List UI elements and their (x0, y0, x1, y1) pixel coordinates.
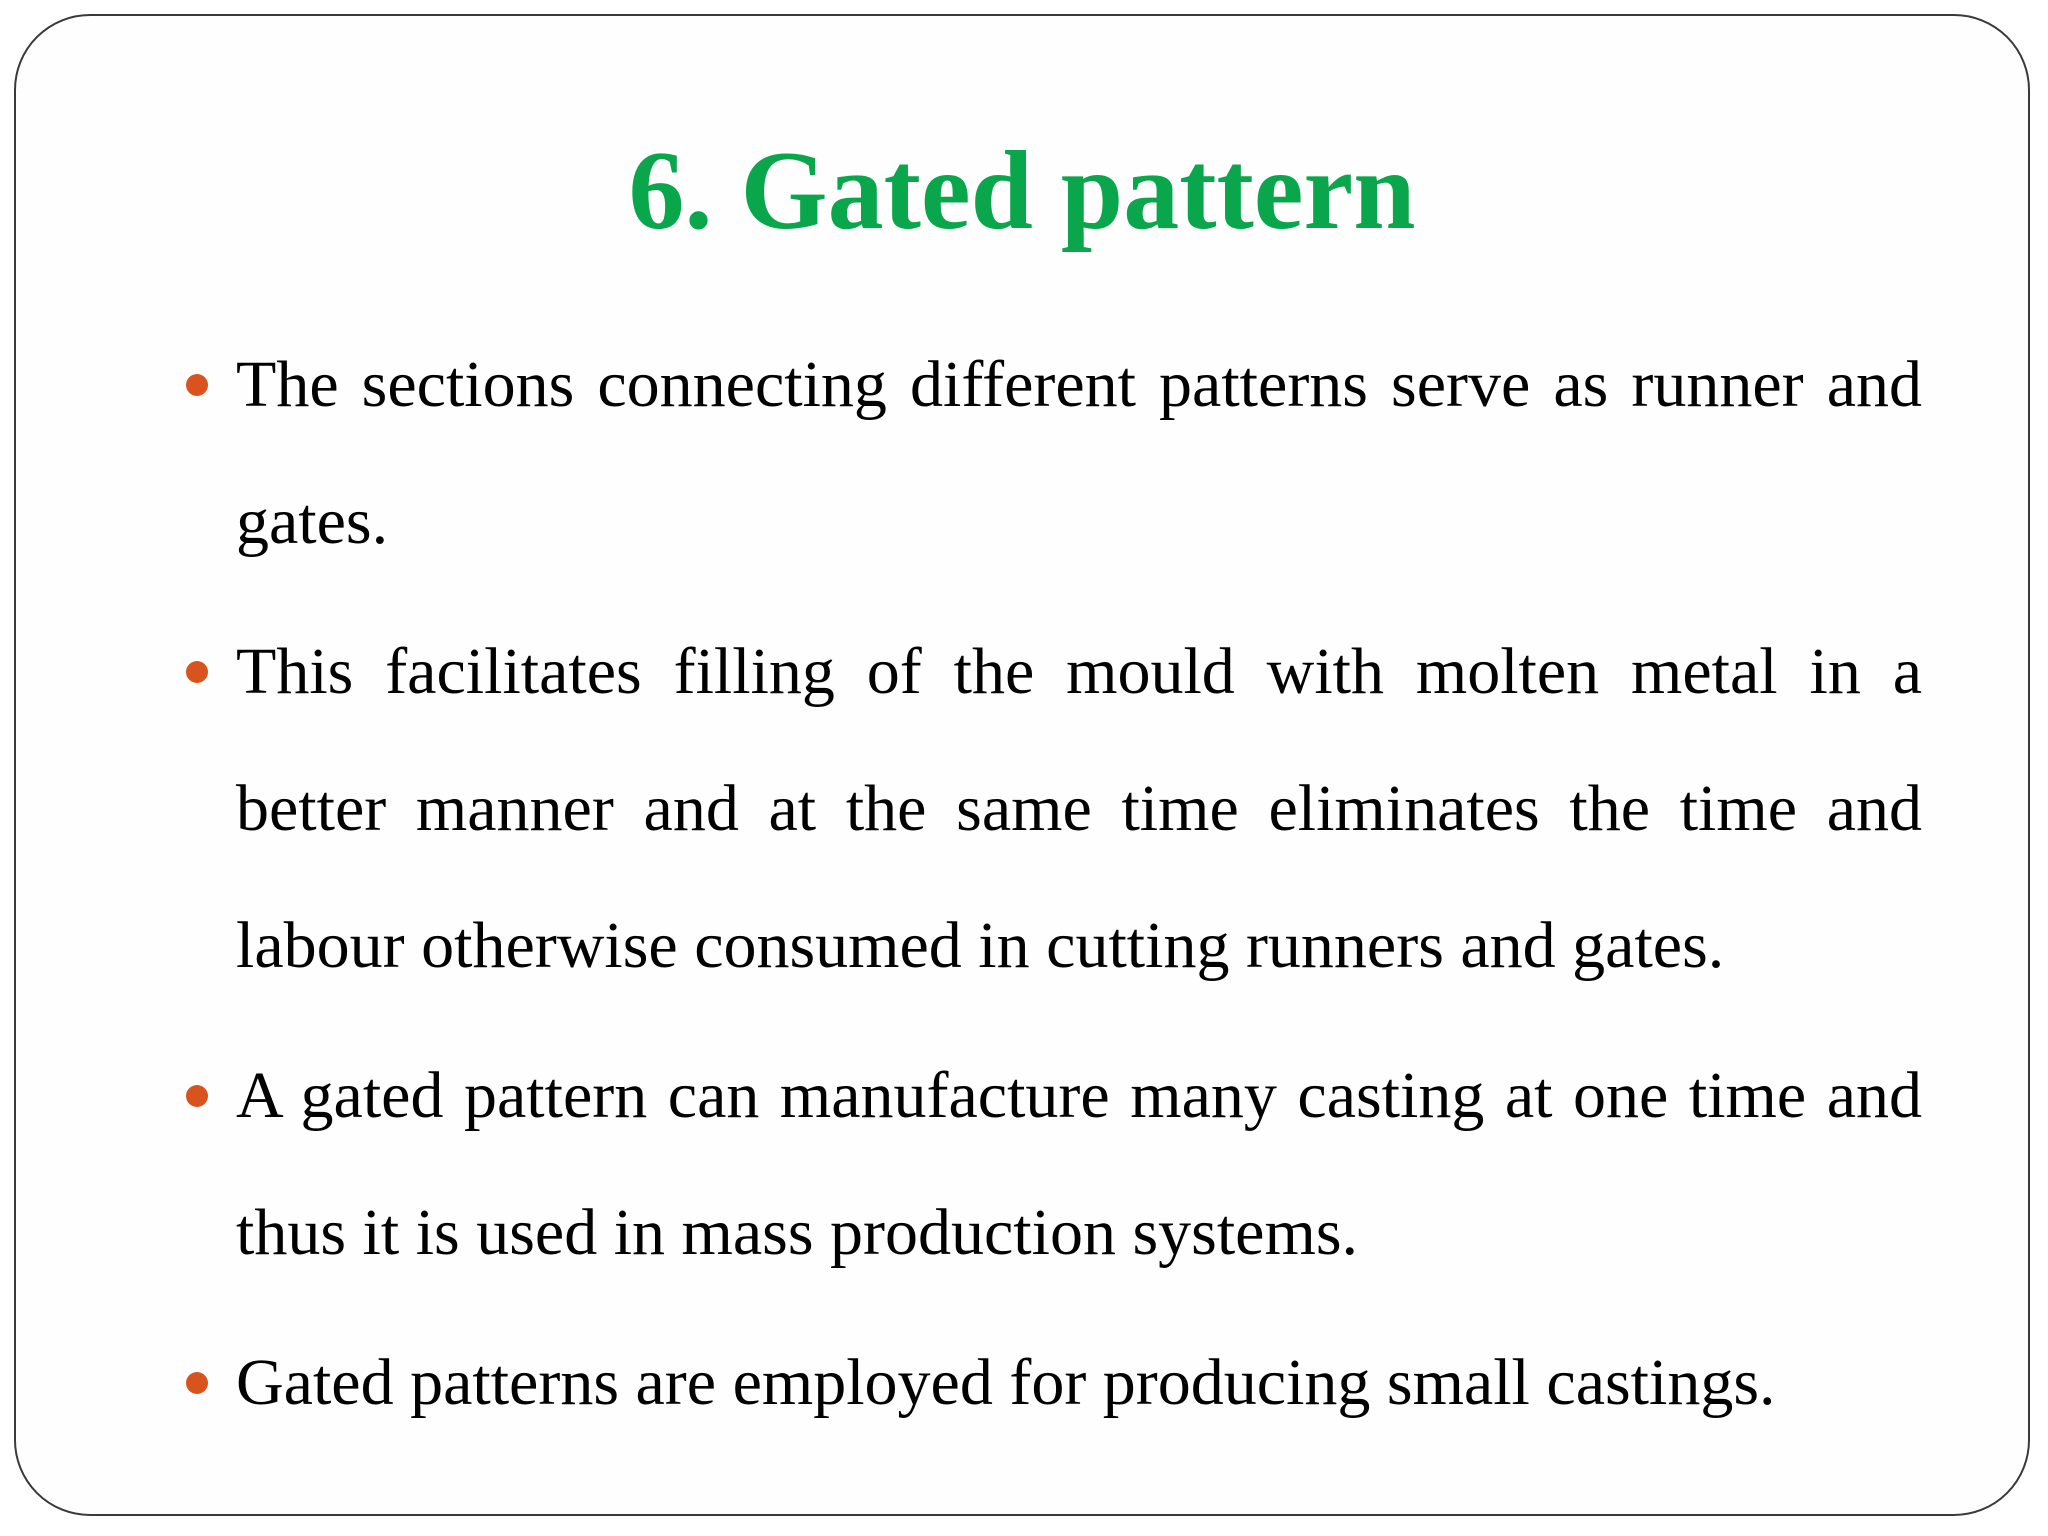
slide-title: 6. Gated pattern (628, 129, 1416, 253)
bullet-item: The sections connecting different patter… (186, 316, 1922, 590)
bullet-list: The sections connecting different patter… (186, 316, 1922, 1464)
bullet-text: The sections connecting different patter… (236, 348, 1922, 558)
bullet-item: Gated patterns are employed for producin… (186, 1314, 1922, 1451)
bullet-item: This facilitates filling of the mould wi… (186, 603, 1922, 1014)
bullet-dot-icon (186, 661, 208, 683)
bullet-text: This facilitates filling of the mould wi… (236, 635, 1922, 982)
bullet-dot-icon (186, 1085, 208, 1107)
bullet-text: Gated patterns are employed for producin… (236, 1346, 1776, 1419)
bullet-dot-icon (186, 374, 208, 396)
slide: 6. Gated pattern The sections connecting… (14, 14, 2030, 1516)
bullet-text: A gated pattern can manufacture many cas… (236, 1059, 1922, 1269)
bullet-item: A gated pattern can manufacture many cas… (186, 1027, 1922, 1301)
bullet-dot-icon (186, 1372, 208, 1394)
